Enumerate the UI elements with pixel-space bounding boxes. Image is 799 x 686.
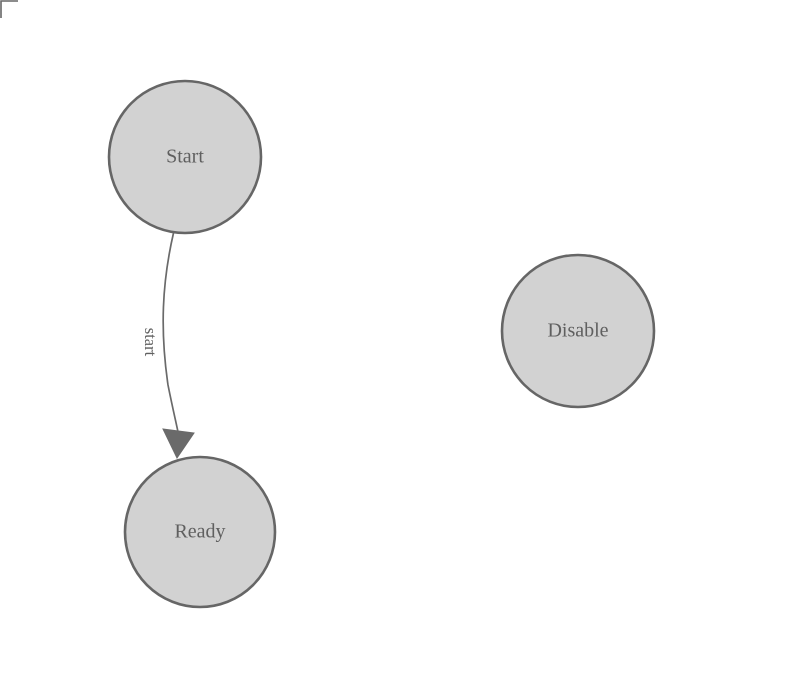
node-disable-shape — [500, 253, 656, 409]
node-start-shape — [107, 79, 263, 235]
arrowhead-icon — [162, 428, 195, 459]
node-disable-label: Disable — [547, 320, 608, 342]
node-start[interactable]: Start — [107, 79, 263, 235]
node-start-label: Start — [166, 146, 204, 168]
node-disable[interactable]: Disable — [500, 253, 656, 409]
edge-start-to-ready[interactable]: start — [141, 232, 195, 459]
edge-label-start: start — [141, 328, 160, 357]
node-ready[interactable]: Ready — [123, 455, 277, 609]
node-ready-shape — [123, 455, 277, 609]
node-ready-label: Ready — [174, 521, 225, 543]
edge-line — [162, 232, 179, 433]
top-left-corner-mark — [0, 0, 18, 18]
